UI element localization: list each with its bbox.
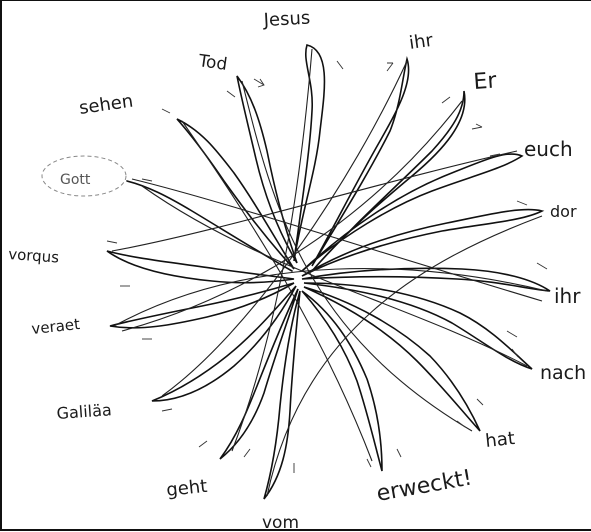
arrow-mark — [442, 97, 450, 103]
arrow-mark — [367, 459, 371, 467]
word-geht: geht — [165, 476, 208, 501]
arrow-mark — [244, 449, 250, 457]
arrow-mark — [162, 109, 170, 113]
crossing-line — [182, 121, 372, 461]
crossing-line — [162, 61, 407, 396]
word-ihn: ihr — [554, 284, 581, 308]
arrow-mark — [397, 449, 401, 457]
arrow-mark — [199, 441, 207, 447]
word-dort: dor — [550, 202, 577, 221]
word-ihr: ihr — [408, 30, 435, 54]
arrow-mark — [472, 124, 482, 129]
word-labels: Jesus ihr Er euch dor ihr nach hat erwec… — [8, 8, 586, 532]
word-voraus: vorqus — [8, 245, 60, 267]
petal-hat — [304, 287, 480, 431]
arrow-mark — [477, 399, 483, 405]
arrow-mark — [142, 179, 152, 181]
petal-nach — [304, 283, 532, 369]
petal-erweckt — [302, 291, 382, 471]
arrow-mark — [457, 421, 465, 427]
word-verget: veraet — [31, 315, 81, 338]
arrow-mark — [387, 63, 393, 71]
crossing-lines — [112, 49, 547, 496]
word-euch: euch — [524, 137, 573, 161]
petal-vom — [264, 291, 300, 499]
arrow-mark — [517, 201, 527, 205]
arrow-marks — [107, 61, 547, 473]
word-hat: hat — [484, 428, 516, 452]
crossing-line — [267, 216, 542, 496]
arrow-mark — [227, 91, 235, 97]
word-erweckt: erweckt! — [375, 466, 474, 507]
petal-tod — [237, 76, 297, 263]
crossing-line — [242, 81, 472, 431]
arrow-mark — [337, 61, 343, 69]
word-tod: Tod — [196, 51, 228, 75]
word-gott: Gott — [60, 172, 91, 188]
word-vom: vom — [262, 513, 299, 532]
arrow-mark — [512, 349, 518, 357]
arrow-mark — [537, 263, 547, 269]
arrow-mark — [107, 241, 117, 243]
arrow-mark — [254, 79, 264, 87]
arrow-mark — [162, 409, 172, 411]
word-sehen: sehen — [78, 91, 135, 119]
arrow-mark — [507, 331, 517, 337]
word-galilaea: Galiläa — [56, 400, 112, 423]
word-jesus: Jesus — [262, 8, 311, 31]
word-er: Er — [473, 68, 499, 95]
word-nach: nach — [540, 362, 586, 384]
